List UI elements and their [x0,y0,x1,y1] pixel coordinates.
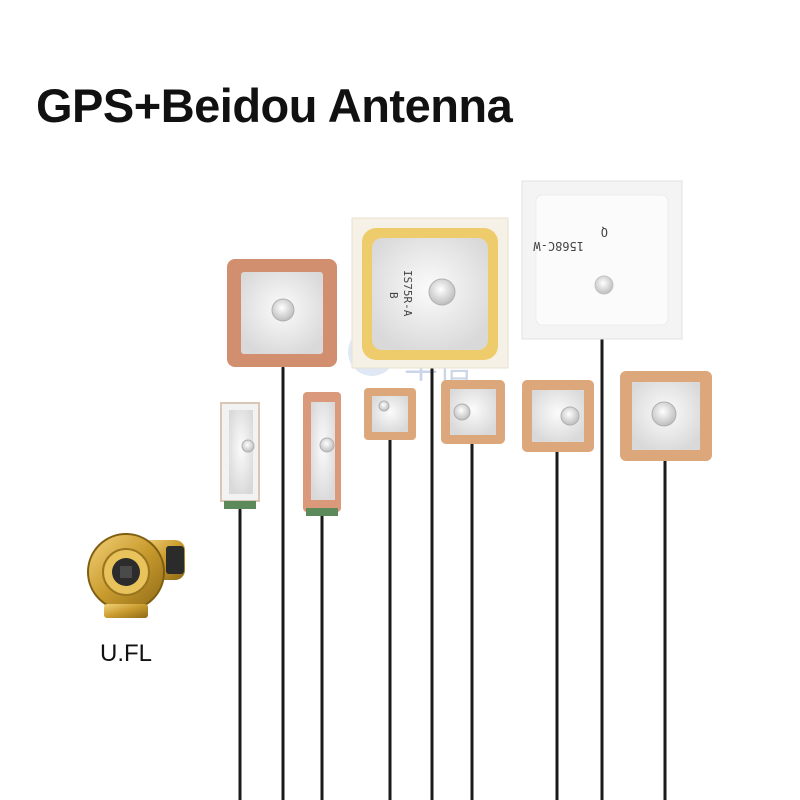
marking-line-2: Q [601,225,608,239]
marking-line-1: 1568C-W [533,239,584,253]
page-title: GPS+Beidou Antenna [36,79,513,132]
antenna-thin-white [220,402,260,509]
antenna-thin-copper [303,392,341,516]
antenna-medium-tan [522,380,594,452]
antenna-yellow-patch: IS75R-A B [351,217,509,369]
antenna-large-tan [620,371,712,461]
marking-line-1: IS75R-A [401,270,414,317]
cables [238,338,667,800]
antenna-small-tan-1 [364,388,416,440]
marking-line-2: B [387,292,400,299]
connector-label: U.FL [100,640,153,667]
antenna-large-copper [227,259,337,367]
antenna-white-patch: 1568C-W Q [521,180,683,340]
antenna-small-tan-2 [441,380,505,444]
ufl-connector-image [87,533,185,618]
